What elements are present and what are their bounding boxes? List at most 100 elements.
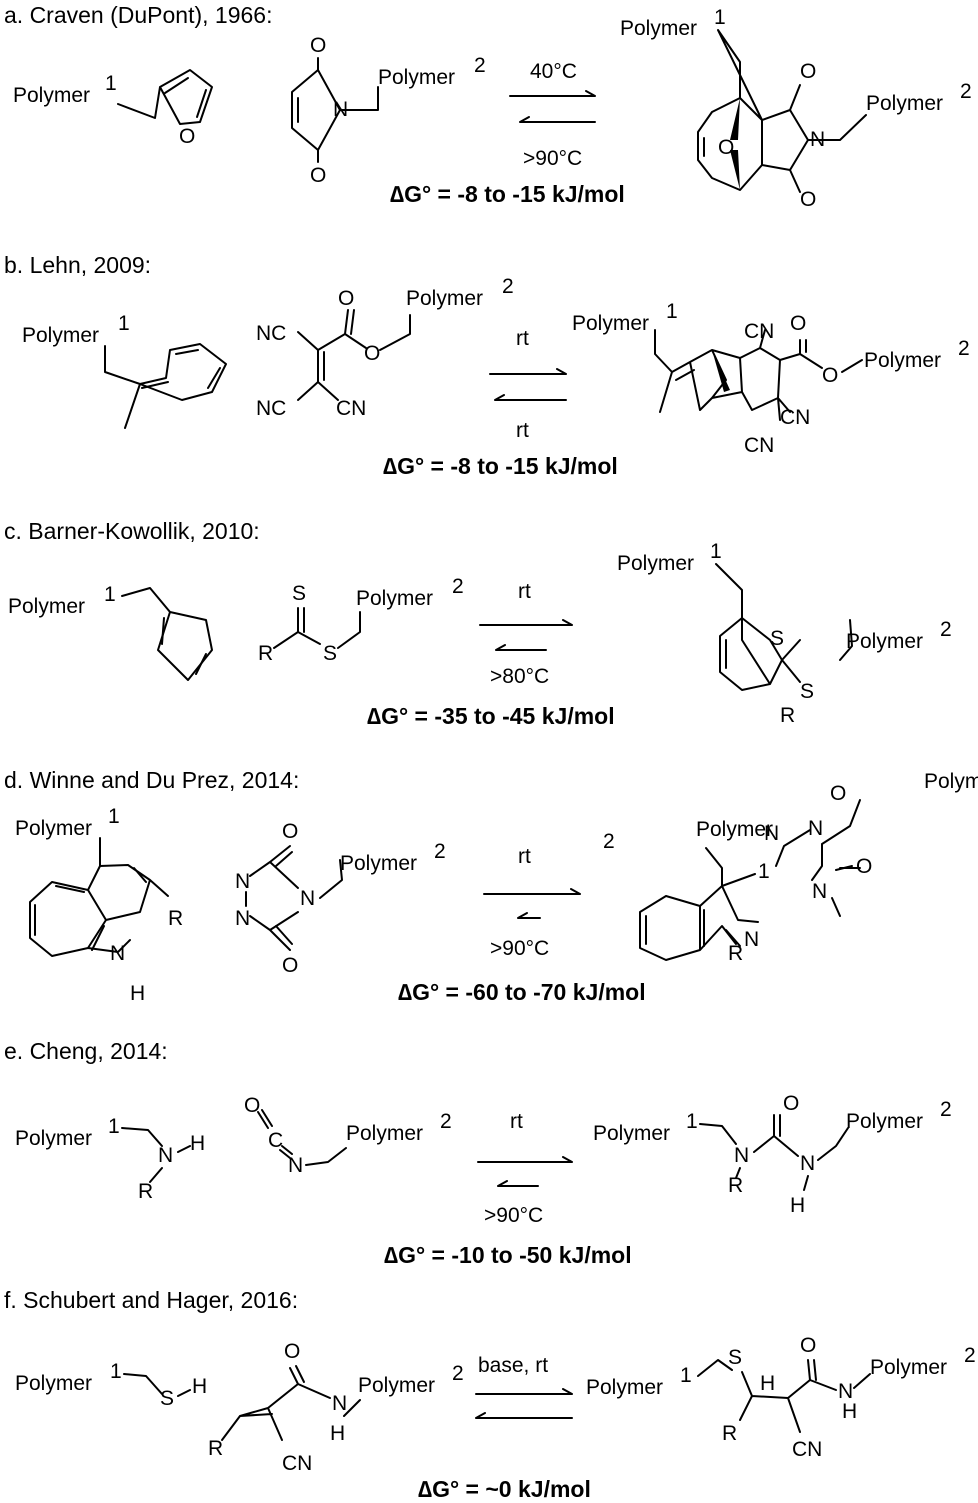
svg-text:Polymer: Polymer bbox=[346, 1122, 423, 1145]
svg-text:N: N bbox=[235, 907, 250, 930]
svg-text:N: N bbox=[800, 1152, 815, 1175]
svg-text:N: N bbox=[110, 942, 125, 965]
svg-text:Polymer: Polymer bbox=[8, 595, 85, 618]
svg-text:2: 2 bbox=[603, 830, 615, 853]
svg-text:2: 2 bbox=[940, 1098, 952, 1121]
svg-text:∆G° = ~0 kJ/mol: ∆G° = ~0 kJ/mol bbox=[418, 1476, 591, 1502]
svg-text:S: S bbox=[160, 1387, 174, 1410]
svg-text:H: H bbox=[192, 1375, 207, 1398]
svg-text:rt: rt bbox=[518, 580, 531, 603]
svg-text:N: N bbox=[810, 128, 825, 151]
svg-text:H: H bbox=[130, 982, 145, 1005]
svg-text:Polymer: Polymer bbox=[22, 324, 99, 347]
svg-text:N: N bbox=[235, 870, 250, 893]
svg-text:O: O bbox=[282, 820, 298, 843]
reaction-b-heading: b. Lehn, 2009: bbox=[4, 252, 151, 278]
svg-text:O: O bbox=[718, 136, 734, 159]
svg-text:1: 1 bbox=[108, 1115, 120, 1138]
svg-text:2: 2 bbox=[964, 1344, 976, 1367]
svg-text:R: R bbox=[780, 704, 795, 727]
svg-text:NC: NC bbox=[256, 397, 286, 420]
svg-text:O: O bbox=[338, 287, 354, 310]
svg-text:NC: NC bbox=[256, 322, 286, 345]
svg-text:N: N bbox=[300, 887, 315, 910]
svg-text:rt: rt bbox=[516, 327, 529, 350]
svg-text:H: H bbox=[330, 1422, 345, 1445]
svg-text:S: S bbox=[323, 642, 337, 665]
svg-text:1: 1 bbox=[108, 805, 120, 828]
svg-text:Polymer: Polymer bbox=[406, 287, 483, 310]
svg-text:CN: CN bbox=[792, 1438, 822, 1461]
svg-text:R: R bbox=[728, 1174, 743, 1197]
svg-text:2: 2 bbox=[440, 1110, 452, 1133]
svg-text:2: 2 bbox=[960, 80, 972, 103]
svg-text:rt: rt bbox=[518, 845, 531, 868]
svg-text:2: 2 bbox=[958, 337, 970, 360]
svg-text:∆G° = -60 to -70 kJ/mol: ∆G° = -60 to -70 kJ/mol bbox=[398, 979, 646, 1005]
svg-text:2: 2 bbox=[452, 575, 464, 598]
svg-text:>90°C: >90°C bbox=[484, 1204, 543, 1227]
svg-text:1: 1 bbox=[710, 540, 722, 563]
svg-text:∆G° = -10 to -50 kJ/mol: ∆G° = -10 to -50 kJ/mol bbox=[384, 1242, 632, 1268]
svg-text:1: 1 bbox=[714, 6, 726, 29]
svg-text:H: H bbox=[760, 1372, 775, 1395]
svg-text:O: O bbox=[364, 342, 380, 365]
svg-text:1: 1 bbox=[104, 583, 116, 606]
svg-text:O: O bbox=[179, 125, 195, 148]
svg-text:Polymer: Polymer bbox=[340, 852, 417, 875]
svg-text:R: R bbox=[168, 907, 183, 930]
svg-text:H: H bbox=[790, 1194, 805, 1217]
reverse-condition-a: >90°C bbox=[523, 147, 582, 170]
svg-text:O: O bbox=[830, 782, 846, 805]
reaction-b: b. Lehn, 2009: Polymer 1 O Polymer 2 NC … bbox=[4, 252, 970, 479]
delta-g-a: ∆G° = -8 to -15 kJ/mol bbox=[390, 181, 625, 207]
svg-text:2: 2 bbox=[474, 54, 486, 77]
svg-text:O: O bbox=[800, 188, 816, 211]
label-a-1: Polymer bbox=[13, 84, 90, 107]
svg-text:R: R bbox=[258, 642, 273, 665]
svg-text:N: N bbox=[808, 817, 823, 840]
svg-text:O: O bbox=[822, 364, 838, 387]
svg-text:N: N bbox=[332, 1392, 347, 1415]
svg-text:R: R bbox=[728, 942, 743, 965]
svg-text:Polymer: Polymer bbox=[586, 1376, 663, 1399]
svg-text:Polymer: Polymer bbox=[924, 770, 978, 793]
svg-text:1: 1 bbox=[758, 860, 770, 883]
svg-text:Polymer: Polymer bbox=[593, 1122, 670, 1145]
svg-text:N: N bbox=[333, 98, 348, 121]
svg-text:Polymer: Polymer bbox=[696, 818, 773, 841]
svg-text:Polymer: Polymer bbox=[15, 1372, 92, 1395]
svg-text:O: O bbox=[284, 1340, 300, 1363]
reaction-e-heading: e. Cheng, 2014: bbox=[4, 1038, 168, 1064]
svg-text:base, rt: base, rt bbox=[478, 1354, 548, 1377]
svg-text:1: 1 bbox=[666, 300, 678, 323]
svg-text:O: O bbox=[282, 954, 298, 977]
svg-text:O: O bbox=[790, 312, 806, 335]
svg-text:Polymer: Polymer bbox=[358, 1374, 435, 1397]
svg-text:>80°C: >80°C bbox=[490, 665, 549, 688]
reaction-c: c. Barner-Kowollik, 2010: Polymer 1 S Po… bbox=[4, 518, 952, 729]
svg-text:Polymer: Polymer bbox=[846, 630, 923, 653]
reaction-d: d. Winne and Du Prez, 2014: Polymer 1 R … bbox=[4, 767, 978, 1005]
svg-text:O: O bbox=[783, 1092, 799, 1115]
svg-text:1: 1 bbox=[118, 312, 130, 335]
svg-text:1: 1 bbox=[686, 1110, 698, 1133]
reaction-f-heading: f. Schubert and Hager, 2016: bbox=[4, 1287, 298, 1313]
svg-text:N: N bbox=[744, 928, 759, 951]
svg-text:O: O bbox=[856, 855, 872, 878]
svg-text:rt: rt bbox=[516, 419, 529, 442]
svg-text:CN: CN bbox=[744, 434, 774, 457]
svg-text:Polymer: Polymer bbox=[15, 817, 92, 840]
svg-text:rt: rt bbox=[510, 1110, 523, 1133]
svg-text:Polymer: Polymer bbox=[572, 312, 649, 335]
svg-text:S: S bbox=[770, 627, 784, 650]
svg-text:N: N bbox=[158, 1144, 173, 1167]
svg-text:O: O bbox=[244, 1094, 260, 1117]
svg-text:O: O bbox=[800, 60, 816, 83]
svg-text:C: C bbox=[268, 1129, 283, 1152]
svg-text:Polymer: Polymer bbox=[15, 1127, 92, 1150]
svg-text:2: 2 bbox=[452, 1362, 464, 1385]
svg-text:N: N bbox=[288, 1154, 303, 1177]
svg-text:Polymer: Polymer bbox=[617, 552, 694, 575]
